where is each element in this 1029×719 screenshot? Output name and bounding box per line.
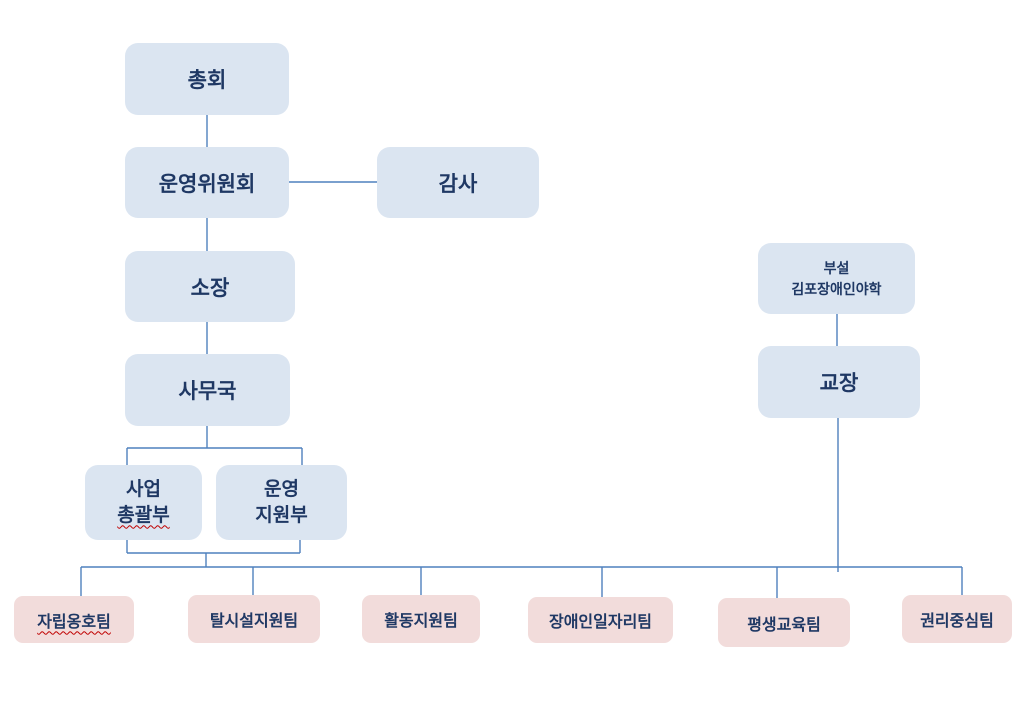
node-team-independence-advocacy: 자립옹호팀 xyxy=(14,596,134,643)
node-secretariat: 사무국 xyxy=(125,354,290,426)
node-operations-support-division: 운영 지원부 xyxy=(216,465,347,540)
node-team-lifelong-education-label: 평생교육팀 xyxy=(747,616,821,634)
node-team-lifelong-education: 평생교육팀 xyxy=(718,598,850,647)
node-team-deinstitutionalization-support-label: 탈시설지원팀 xyxy=(209,613,299,630)
node-team-rights-centered-label: 권리중심팀 xyxy=(920,613,994,630)
node-operations-support-division-line1: 운영 xyxy=(264,478,299,500)
node-business-division-line1: 사업 xyxy=(126,478,161,500)
node-principal: 교장 xyxy=(758,346,920,418)
node-director-label: 소장 xyxy=(190,276,230,300)
node-general-assembly-label: 총회 xyxy=(187,69,227,92)
node-attached-night-school-label: 부설 김포장애인야학 xyxy=(791,258,881,300)
node-principal-label: 교장 xyxy=(819,372,859,395)
node-attached-night-school: 부설 김포장애인야학 xyxy=(758,243,915,314)
node-steering-committee: 운영위원회 xyxy=(125,147,289,218)
node-secretariat-label: 사무국 xyxy=(178,380,237,403)
node-auditor: 감사 xyxy=(377,147,539,218)
node-business-division-line2: 총괄부 xyxy=(117,504,170,526)
node-business-division-label: 사업 총괄부 xyxy=(117,477,169,528)
node-team-activity-support-label: 활동지원팀 xyxy=(384,613,458,630)
node-team-disabled-jobs: 장애인일자리팀 xyxy=(528,597,673,643)
node-general-assembly: 총회 xyxy=(125,43,289,115)
node-team-disabled-jobs-label: 장애인일자리팀 xyxy=(548,614,653,631)
node-team-activity-support: 활동지원팀 xyxy=(362,595,480,643)
node-steering-committee-label: 운영위원회 xyxy=(158,172,256,196)
node-team-deinstitutionalization-support: 탈시설지원팀 xyxy=(188,595,320,643)
node-operations-support-division-line2: 지원부 xyxy=(255,504,308,526)
node-operations-support-division-label: 운영 지원부 xyxy=(255,477,307,528)
node-attached-night-school-line1: 부설 xyxy=(823,259,850,276)
node-team-independence-advocacy-label: 자립옹호팀 xyxy=(37,613,111,631)
node-team-rights-centered: 권리중심팀 xyxy=(902,595,1012,643)
node-business-division: 사업 총괄부 xyxy=(85,465,202,540)
node-director: 소장 xyxy=(125,251,295,322)
node-attached-night-school-line2: 김포장애인야학 xyxy=(791,280,882,297)
node-auditor-label: 감사 xyxy=(438,172,478,196)
